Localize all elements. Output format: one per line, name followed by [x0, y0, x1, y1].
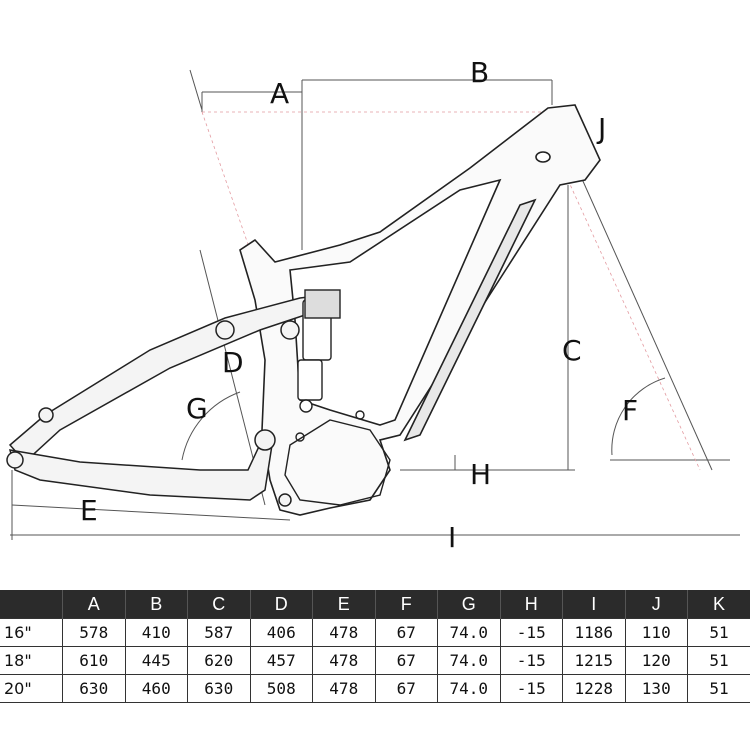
table-header-cell: F: [375, 590, 438, 619]
table-cell: 457: [250, 646, 313, 675]
table-cell: 120: [625, 646, 688, 675]
table-header-cell: H: [500, 590, 563, 619]
table-header-cell: D: [250, 590, 313, 619]
dimension-label-e: E: [80, 494, 98, 527]
dimension-label-i: I: [448, 521, 456, 554]
table-cell: 51: [687, 618, 750, 647]
table-header-cell: C: [187, 590, 251, 619]
dimension-lines: [10, 69, 740, 540]
table-header-cell: J: [625, 590, 688, 619]
table-cell: -15: [500, 618, 563, 647]
table-cell: 1215: [562, 646, 626, 675]
table-cell: 610: [62, 646, 126, 675]
table-cell: 445: [125, 646, 188, 675]
table-header-corner: [0, 590, 63, 619]
table-header-cell: G: [437, 590, 501, 619]
table-cell: 578: [62, 618, 126, 647]
table-cell: 460: [125, 674, 188, 703]
table-cell: 51: [687, 646, 750, 675]
geometry-table: A B C D E F G H I J K 16" 578 410 587 40…: [0, 590, 750, 703]
size-cell: 18": [0, 646, 63, 675]
table-cell: 1228: [562, 674, 626, 703]
table-cell: 620: [187, 646, 251, 675]
dimension-label-g: G: [186, 392, 208, 425]
rear-shock-absorber: [297, 289, 341, 413]
construction-lines-dashed: [201, 111, 701, 471]
dimension-label-j: J: [596, 112, 606, 145]
table-cell: 1186: [562, 618, 626, 647]
table-cell: 74.0: [437, 618, 501, 647]
dimension-label-d: D: [222, 346, 244, 379]
table-cell: 478: [312, 618, 376, 647]
table-cell: 410: [125, 618, 188, 647]
table-cell: 110: [625, 618, 688, 647]
table-row: 20" 630 460 630 508 478 67 74.0 -15 1228…: [0, 674, 750, 703]
table-cell: 51: [687, 674, 750, 703]
table-cell: 74.0: [437, 646, 501, 675]
table-cell: 67: [375, 618, 438, 647]
dimension-label-f: F: [622, 394, 638, 427]
table-header-cell: E: [312, 590, 376, 619]
table-cell: 67: [375, 646, 438, 675]
table-cell: 508: [250, 674, 313, 703]
table-cell: 478: [312, 646, 376, 675]
table-cell: 630: [187, 674, 251, 703]
dimension-label-c: C: [562, 334, 582, 367]
motor-mount: [284, 410, 391, 506]
size-cell: 20": [0, 674, 63, 703]
table-cell: 406: [250, 618, 313, 647]
table-cell: 630: [62, 674, 126, 703]
table-row: 16" 578 410 587 406 478 67 74.0 -15 1186…: [0, 618, 750, 647]
table-header-cell: B: [125, 590, 188, 619]
table-cell: 478: [312, 674, 376, 703]
dimension-label-a: A: [270, 77, 289, 110]
table-header-cell: K: [687, 590, 750, 619]
dimension-label-b: B: [470, 56, 489, 89]
table-row: 18" 610 445 620 457 478 67 74.0 -15 1215…: [0, 646, 750, 675]
table-cell: 74.0: [437, 674, 501, 703]
table-header-row: A B C D E F G H I J K: [0, 590, 750, 619]
table-cell: -15: [500, 646, 563, 675]
table-cell: 130: [625, 674, 688, 703]
table-header-cell: I: [562, 590, 626, 619]
frame-front-triangle: [239, 104, 601, 516]
table-cell: 67: [375, 674, 438, 703]
size-cell: 16": [0, 618, 63, 647]
table-cell: -15: [500, 674, 563, 703]
table-cell: 587: [187, 618, 251, 647]
table-header-cell: A: [62, 590, 126, 619]
dimension-label-h: H: [470, 458, 491, 491]
bike-frame-geometry-diagram: A B J C D G F H E I: [6, 56, 740, 554]
